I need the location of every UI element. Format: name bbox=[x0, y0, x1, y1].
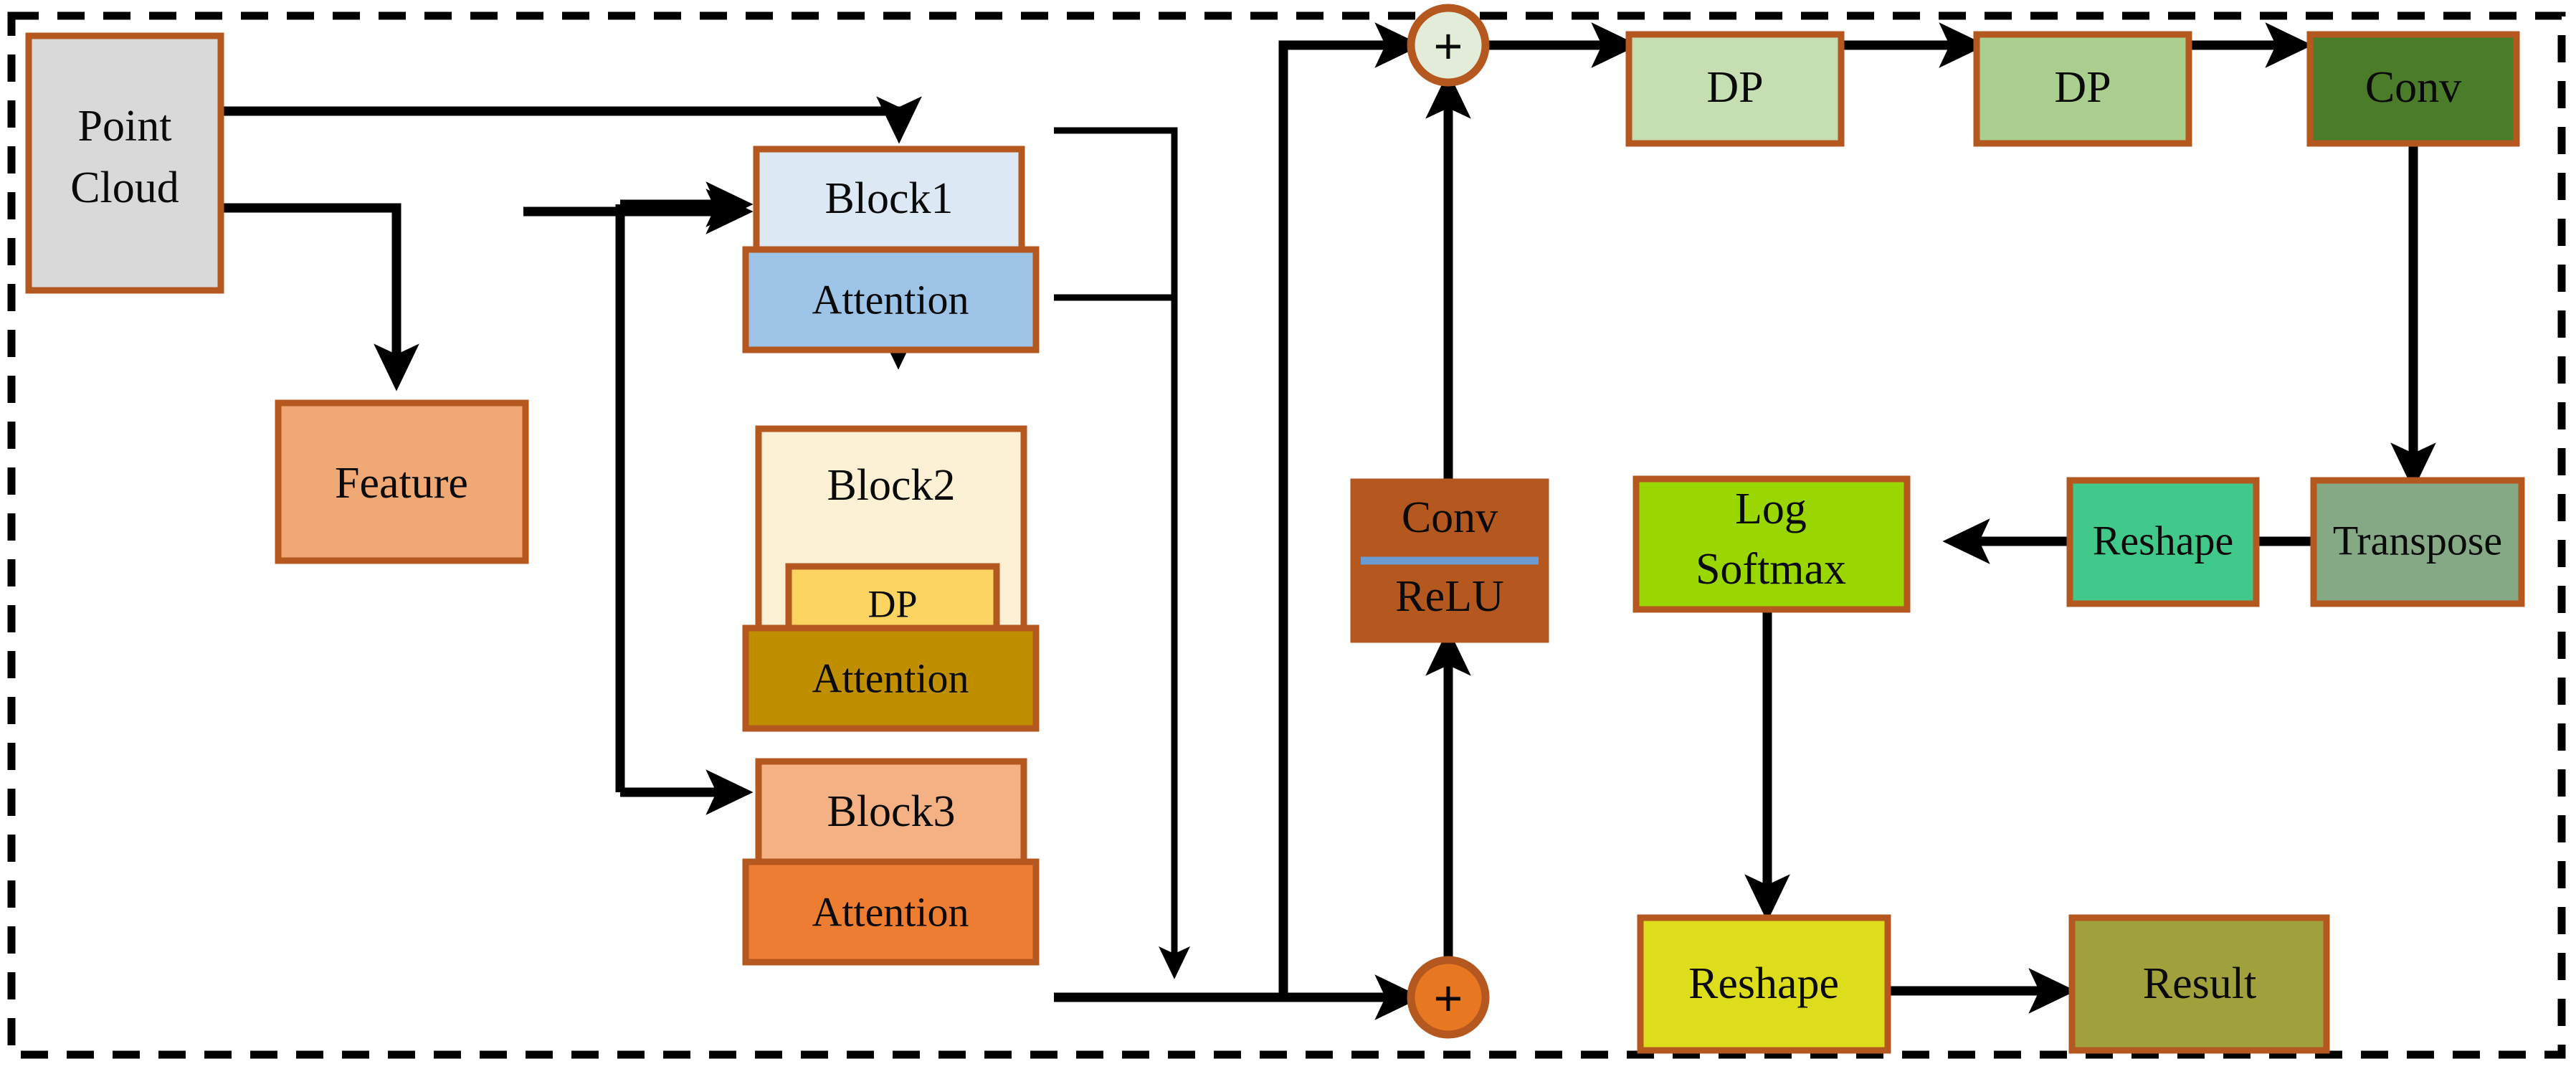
node-point-cloud[interactable]: Point Cloud bbox=[25, 32, 224, 294]
log-softmax-label-line1: Log bbox=[1735, 485, 1807, 533]
node-log-softmax[interactable]: Log Softmax bbox=[1632, 475, 1911, 613]
node-add-top[interactable]: + bbox=[1407, 4, 1490, 87]
point-cloud-label-line2: Cloud bbox=[70, 163, 179, 212]
reshape-bottom-box[interactable] bbox=[1637, 914, 1891, 1054]
node-feature[interactable]: Feature bbox=[275, 399, 529, 564]
node-dp2[interactable]: DP bbox=[1973, 31, 2192, 147]
attention1-box[interactable] bbox=[742, 246, 1040, 353]
attention3-box[interactable] bbox=[742, 858, 1040, 966]
dp2-label: DP bbox=[2054, 63, 2111, 112]
node-reshape-top[interactable]: Reshape bbox=[2066, 477, 2260, 607]
result-label: Result bbox=[2143, 959, 2256, 1008]
feature-box[interactable] bbox=[275, 399, 529, 564]
attention2-label: Attention bbox=[812, 655, 969, 701]
node-block3[interactable]: Block3 bbox=[755, 758, 1027, 867]
node-conv[interactable]: Conv bbox=[2306, 31, 2520, 147]
add-bottom-plus-icon: + bbox=[1434, 970, 1463, 1026]
edge-addbottom-to-addtop bbox=[1278, 22, 1422, 997]
edge-pointcloud-to-block1 bbox=[99, 96, 922, 144]
dp-inner-label: DP bbox=[868, 582, 917, 625]
block3-label: Block3 bbox=[827, 787, 955, 836]
attention3-label: Attention bbox=[812, 888, 969, 935]
dp1-box[interactable] bbox=[1625, 31, 1845, 147]
transpose-box[interactable] bbox=[2310, 477, 2525, 607]
transpose-label: Transpose bbox=[2333, 517, 2502, 564]
log-softmax-label-line2: Softmax bbox=[1696, 545, 1846, 594]
reshape-bottom-label: Reshape bbox=[1688, 959, 1839, 1008]
attention1-label: Attention bbox=[812, 276, 969, 323]
block2-label: Block2 bbox=[827, 461, 955, 510]
conv-relu-label-line1: Conv bbox=[1402, 493, 1498, 542]
node-result[interactable]: Result bbox=[2068, 914, 2330, 1054]
dp1-label: DP bbox=[1706, 63, 1763, 112]
node-add-bottom[interactable]: + bbox=[1407, 956, 1490, 1039]
node-dp1[interactable]: DP bbox=[1625, 31, 1845, 147]
node-transpose[interactable]: Transpose bbox=[2310, 477, 2525, 607]
node-block2[interactable]: Block2 DP bbox=[755, 425, 1027, 649]
result-box[interactable] bbox=[2068, 914, 2330, 1054]
conv-relu-label-line2: ReLU bbox=[1395, 572, 1504, 621]
add-top-plus-icon: + bbox=[1434, 18, 1463, 74]
log-softmax-box[interactable] bbox=[1632, 475, 1911, 613]
point-cloud-label-line1: Point bbox=[78, 102, 172, 151]
node-reshape-bottom[interactable]: Reshape bbox=[1637, 914, 1891, 1054]
node-block1[interactable]: Block1 bbox=[753, 146, 1025, 255]
outer-dashed-frame bbox=[7, 11, 2566, 1059]
node-conv-relu[interactable]: Conv ReLU bbox=[1350, 478, 1549, 643]
node-attention3[interactable]: Attention bbox=[742, 858, 1040, 966]
conv-label: Conv bbox=[2365, 63, 2461, 112]
dp2-box[interactable] bbox=[1973, 31, 2192, 147]
node-attention2[interactable]: Attention bbox=[742, 624, 1040, 732]
attention2-box[interactable] bbox=[742, 624, 1040, 732]
add-bottom-circle[interactable] bbox=[1407, 956, 1490, 1039]
edge-attention1-skip bbox=[1054, 127, 1191, 979]
edge-layer bbox=[99, 22, 2436, 1020]
reshape-top-label: Reshape bbox=[2093, 517, 2234, 564]
add-top-circle[interactable] bbox=[1407, 4, 1490, 87]
point-cloud-box[interactable] bbox=[25, 32, 224, 294]
conv-box[interactable] bbox=[2306, 31, 2520, 147]
block1-label: Block1 bbox=[824, 174, 953, 223]
reshape-top-box[interactable] bbox=[2066, 477, 2260, 607]
feature-label: Feature bbox=[335, 459, 468, 508]
node-attention1[interactable]: Attention bbox=[742, 246, 1040, 353]
